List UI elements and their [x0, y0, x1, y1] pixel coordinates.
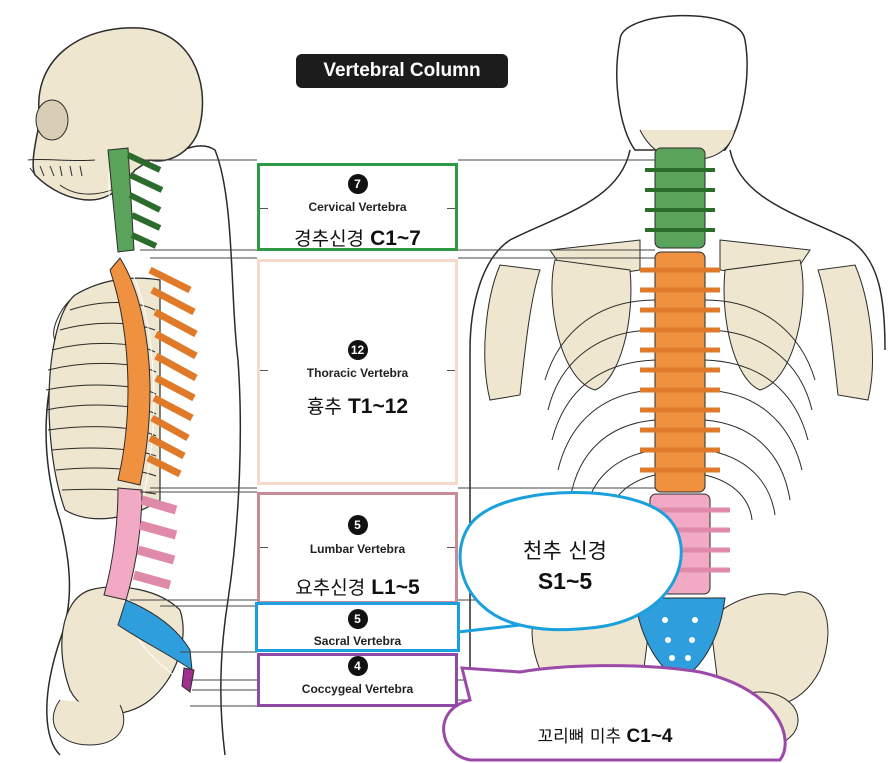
korean-label: 요추신경 L1~5 — [260, 573, 455, 600]
coccyx-bubble-label: 꼬리뼈 미추 C1~4 — [500, 722, 710, 748]
korean-label: 경추신경 C1~7 — [260, 224, 455, 251]
korean-prefix: 요추신경 — [295, 577, 366, 599]
side-view-figure — [27, 27, 242, 756]
tick-mark — [260, 370, 268, 371]
region-name: Lumbar Vertebra — [309, 542, 406, 556]
korean-label: 흉추 T1~12 — [260, 392, 455, 419]
region-name: Cervical Vertebra — [308, 200, 407, 214]
tick-mark — [447, 208, 455, 209]
korean-range: L1~5 — [371, 576, 420, 599]
sacral-bubble-line1: 천추 신경 — [523, 539, 607, 563]
count-badge: 5 — [347, 609, 368, 629]
region-name: Thoracic Vertebra — [306, 366, 409, 380]
region-name: Sacral Vertebra — [313, 634, 402, 648]
korean-range: C1~7 — [370, 227, 421, 250]
count-badge: 5 — [347, 515, 368, 535]
thoracic-label-box: 12 Thoracic Vertebra 흉추 T1~12 — [257, 259, 458, 485]
region-name: Coccygeal Vertebra — [301, 682, 414, 696]
korean-range: T1~12 — [347, 395, 409, 418]
count-badge: 7 — [347, 174, 368, 194]
spine-side — [103, 147, 198, 693]
spine-back — [630, 147, 730, 703]
sacral-bubble-outline — [457, 491, 683, 634]
ribcage-back — [544, 299, 816, 521]
cervical-label-box: 7 Cervical Vertebra 경추신경 C1~7 — [257, 163, 458, 251]
lumbar-label-box: 5 Lumbar Vertebra 요추신경 L1~5 — [257, 492, 458, 604]
tick-mark — [260, 208, 268, 209]
tick-mark — [447, 547, 455, 548]
coccyx-bubble-range: C1~4 — [626, 726, 673, 747]
back-view-figure — [469, 14, 886, 760]
sacral-label-box: 5 Sacral Vertebra — [255, 602, 460, 652]
tick-mark — [447, 370, 455, 371]
coccygeal-label-box: 4 Coccygeal Vertebra — [257, 653, 458, 707]
coccyx-bubble-prefix: 꼬리뼈 미추 — [537, 727, 622, 747]
korean-prefix: 흉추 — [306, 396, 342, 418]
count-badge: 4 — [347, 656, 368, 676]
diagram-title: Vertebral Column — [296, 54, 508, 88]
sacral-bubble-line2: S1~5 — [537, 568, 593, 594]
count-badge: 12 — [347, 340, 368, 360]
coccyx-bubble-outline — [442, 664, 787, 762]
korean-prefix: 경추신경 — [294, 228, 365, 250]
tick-mark — [260, 547, 268, 548]
